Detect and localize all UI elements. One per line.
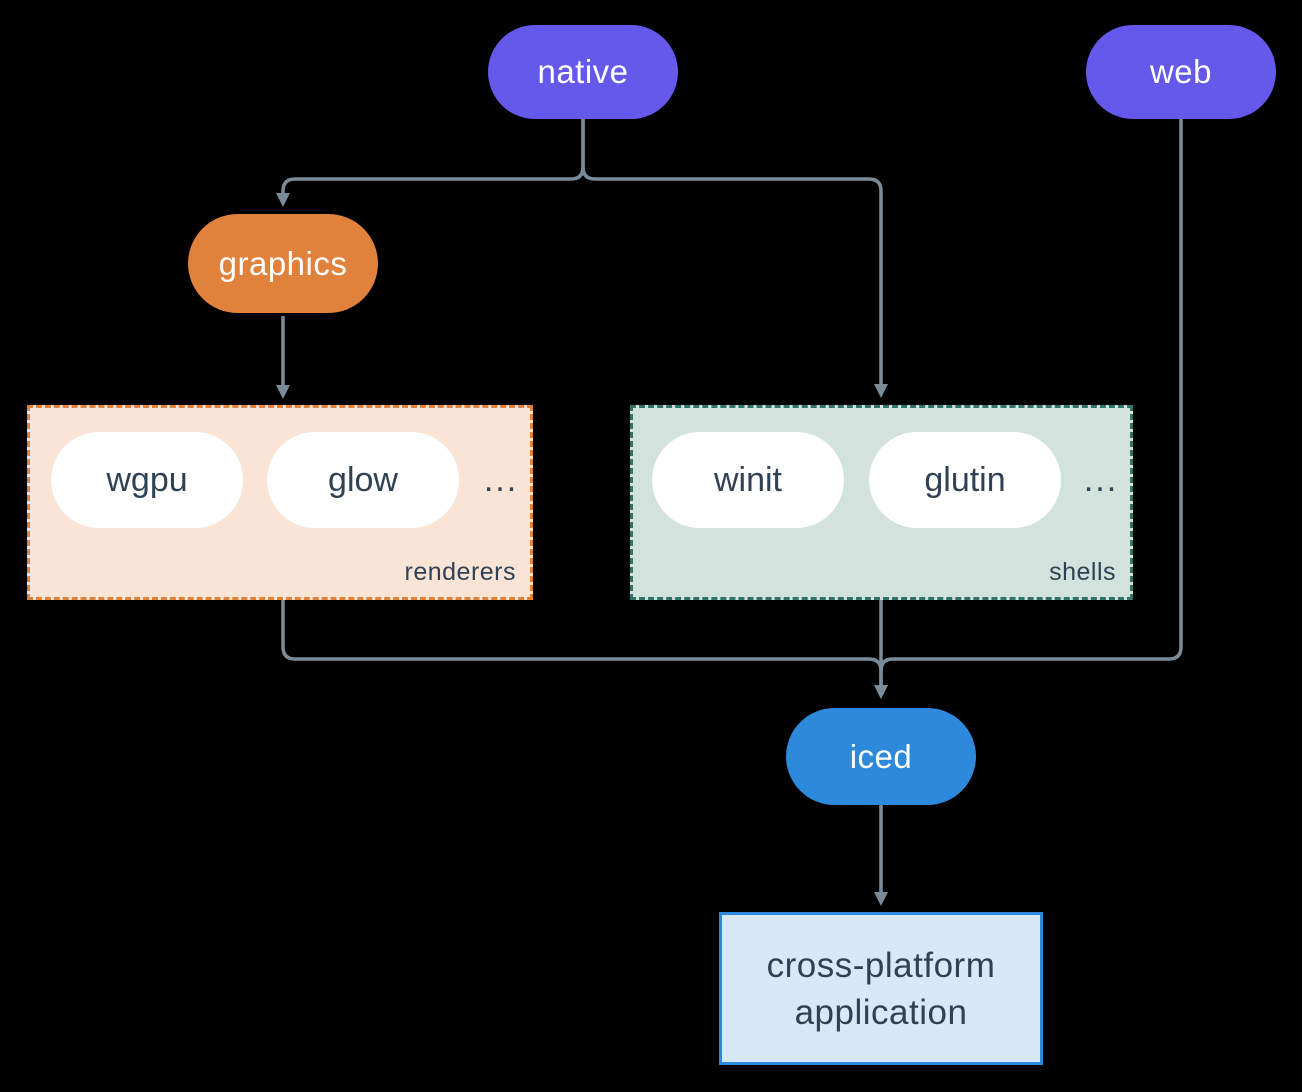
node-web: web <box>1086 25 1276 119</box>
node-native-label: native <box>537 53 629 90</box>
node-cross-platform-application: cross-platform application <box>719 912 1043 1065</box>
node-glow: glow <box>267 432 459 528</box>
node-winit-label: winit <box>713 460 783 499</box>
node-iced-label: iced <box>849 737 913 775</box>
node-wgpu-label: wgpu <box>106 460 188 499</box>
node-wgpu: wgpu <box>51 432 243 528</box>
node-glutin-label: glutin <box>924 460 1006 499</box>
renderers-ellipsis: ... <box>483 460 519 499</box>
node-winit: winit <box>652 432 844 528</box>
application-label-line1: cross-platform <box>766 945 996 985</box>
edge-renderers-to-iced <box>281 600 888 699</box>
renderers-group-label: renderers <box>404 558 516 586</box>
node-glutin: glutin <box>869 432 1061 528</box>
group-renderers: wgpu glow ... renderers <box>27 405 533 600</box>
shells-group-label: shells <box>1049 558 1116 586</box>
group-shells: winit glutin ... shells <box>630 405 1133 600</box>
edge-native-to-graphics <box>276 119 585 207</box>
application-label-line2: application <box>794 992 968 1032</box>
edge-native-to-shells <box>581 119 888 398</box>
node-graphics: graphics <box>188 214 378 313</box>
node-native: native <box>488 25 678 119</box>
node-glow-label: glow <box>328 460 398 499</box>
node-graphics-label: graphics <box>218 244 348 282</box>
node-iced: iced <box>786 708 976 805</box>
shells-ellipsis: ... <box>1083 460 1119 499</box>
node-web-label: web <box>1149 53 1213 90</box>
